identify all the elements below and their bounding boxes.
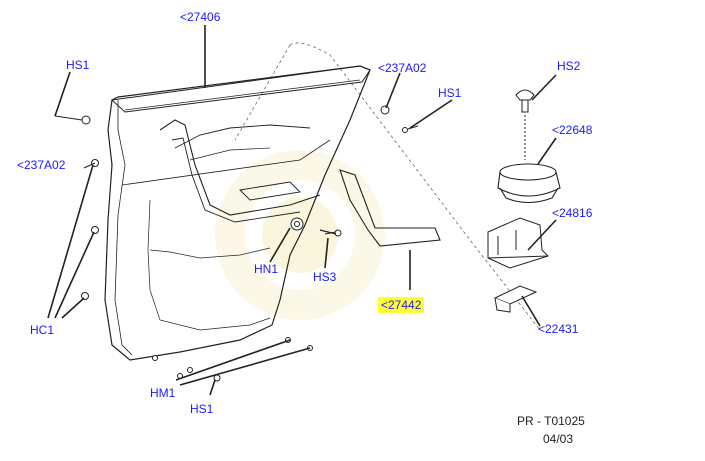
top-moulding	[110, 65, 371, 113]
callout-24816: <24816	[552, 206, 593, 220]
clip	[493, 285, 538, 313]
callout-237a02-left: <237A02	[17, 158, 66, 172]
callout-22648: <22648	[552, 123, 593, 137]
drawing-code: PR - T01025	[517, 414, 585, 428]
callout-hm1: HM1	[150, 386, 176, 400]
callout-hs1-left: HS1	[66, 58, 90, 72]
hs3-bolt	[319, 229, 337, 235]
callout-237a02-top: <237A02	[378, 61, 427, 75]
callout-hn1: HN1	[254, 262, 279, 276]
hs2-screw	[515, 89, 535, 160]
bracket	[487, 217, 549, 269]
callout-hs1-bottom: HS1	[190, 402, 214, 416]
callout-27442: <27442	[378, 297, 425, 313]
leader-lines	[47, 25, 557, 396]
window-outline	[289, 42, 541, 331]
fasteners	[54, 105, 419, 382]
callout-hc1: HC1	[30, 323, 55, 337]
callout-27406: <27406	[180, 10, 221, 24]
drawing-date: 04/03	[543, 432, 574, 446]
trim-strip	[339, 169, 441, 247]
pull-cup	[497, 163, 561, 204]
callout-22431: <22431	[538, 322, 579, 336]
callout-hs2: HS2	[557, 59, 581, 73]
callout-hs3: HS3	[313, 270, 337, 284]
callout-hs1-top-right: HS1	[438, 86, 462, 100]
